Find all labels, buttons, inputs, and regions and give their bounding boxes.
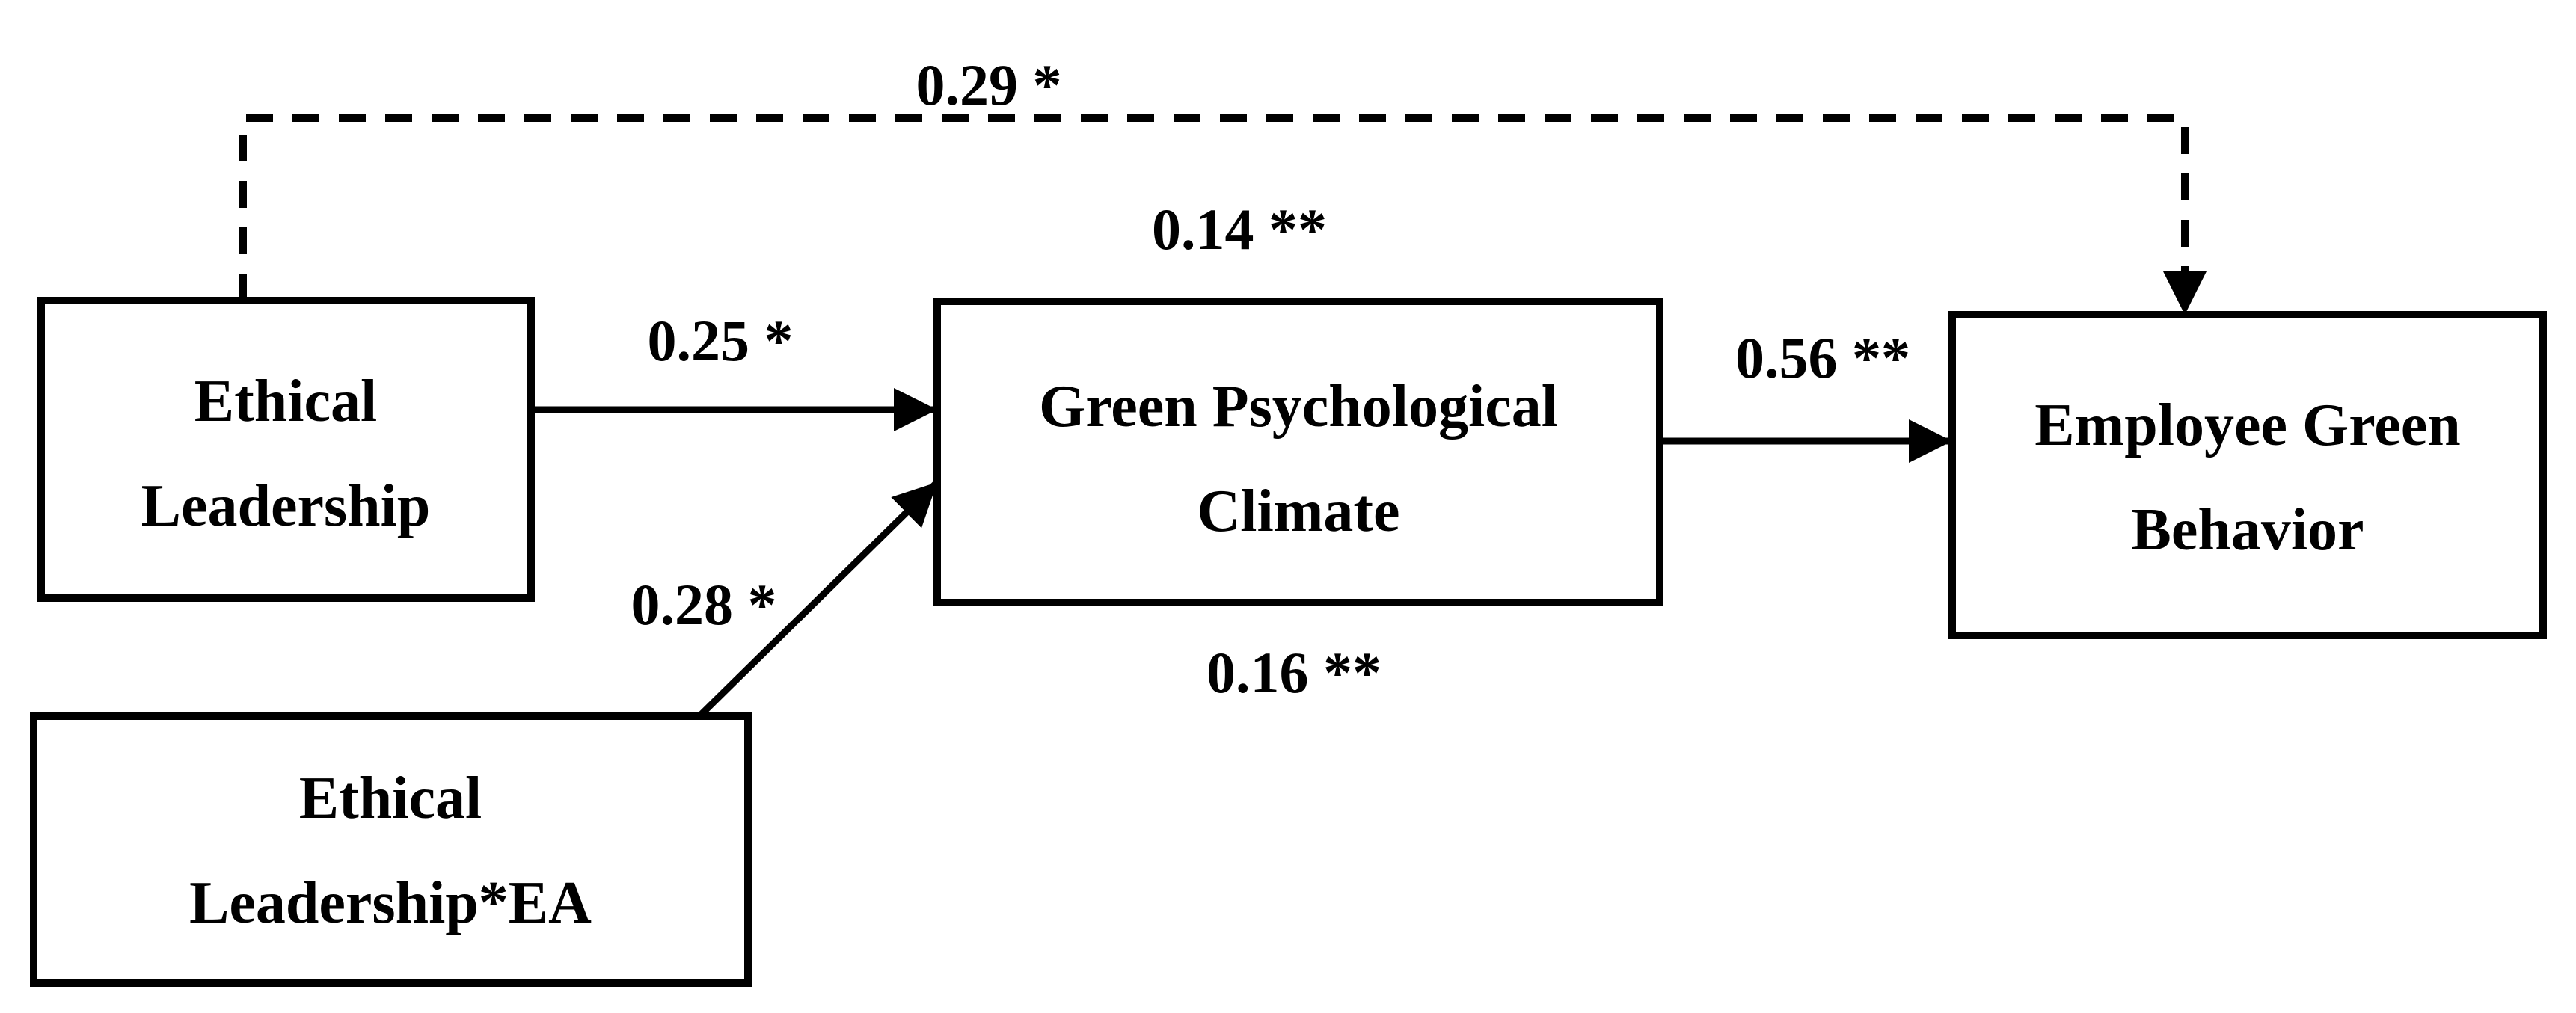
ethical-leadership-box — [37, 297, 535, 602]
coefficient-above-mediator: 0.14 ** — [1152, 197, 1327, 262]
ethical-leadership-label-line2: Leadership — [141, 473, 431, 539]
ethical-leadership-ea-label-line1: Ethical — [299, 766, 482, 831]
coefficient-elea-to-gpc: 0.28 * — [631, 572, 777, 637]
arrow-elea-to-gpc — [696, 479, 940, 719]
ethical-leadership-label-line1: Ethical — [194, 369, 377, 434]
coefficient-below-mediator: 0.16 ** — [1206, 640, 1381, 705]
employee-green-behavior-label-line2: Behavior — [2131, 497, 2364, 563]
green-psychological-climate-label-line2: Climate — [1197, 478, 1399, 544]
employee-green-behavior-box — [1948, 311, 2547, 639]
coefficient-el-to-gpc: 0.25 * — [648, 308, 794, 373]
coefficient-gpc-to-egb: 0.56 ** — [1735, 325, 1910, 390]
employee-green-behavior-label-line1: Employee Green — [2034, 392, 2461, 458]
ethical-leadership-ea-box — [30, 712, 752, 987]
green-psychological-climate-label-line1: Green Psychological — [1039, 374, 1558, 440]
green-psychological-climate-box — [933, 298, 1663, 606]
coefficient-direct-effect: 0.29 * — [916, 52, 1062, 117]
ethical-leadership-ea-label-line2: Leadership*EA — [189, 870, 592, 936]
